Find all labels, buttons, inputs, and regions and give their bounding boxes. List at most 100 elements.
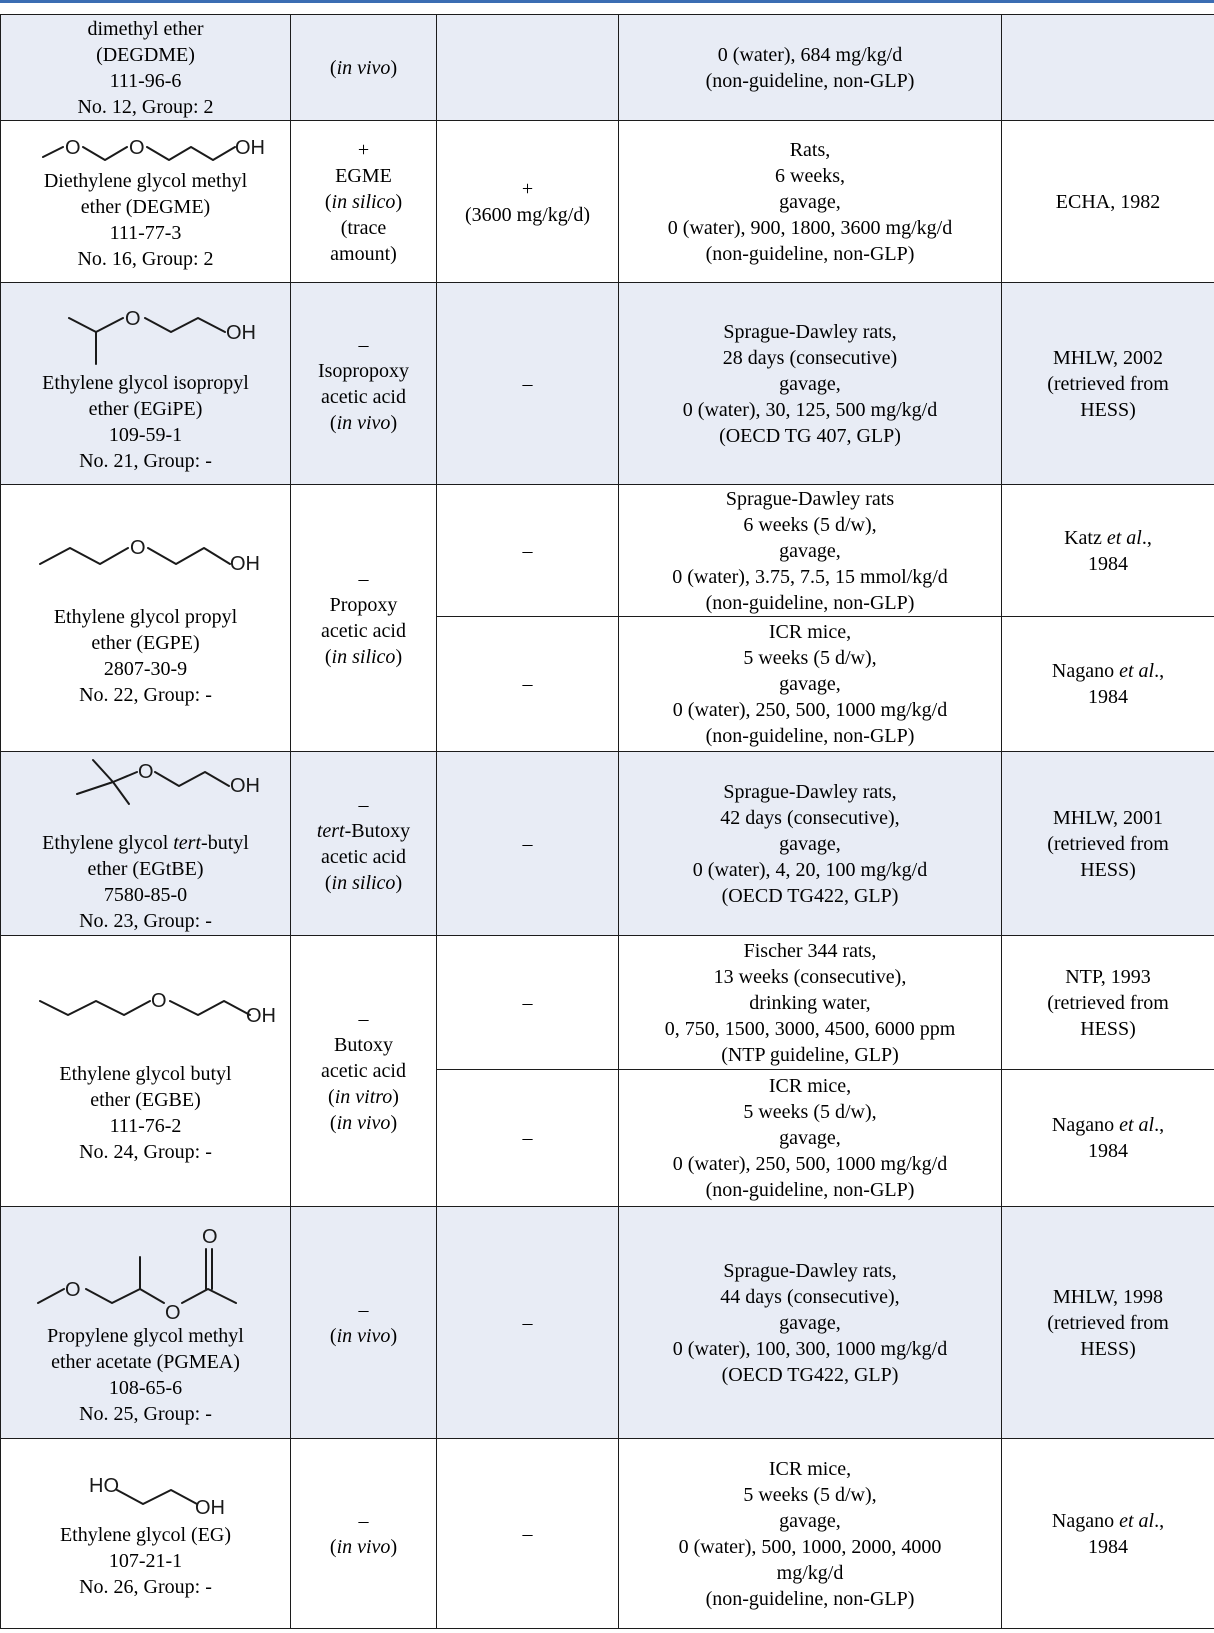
metabolite-cell: (in vivo) (290, 14, 437, 121)
text-segment: ether (EGtBE) (87, 857, 204, 880)
study-cell: Rats,6 weeks,gavage,0 (water), 900, 1800… (618, 120, 1002, 283)
text-line: Nagano et al., (1006, 1112, 1210, 1138)
text-line: gavage, (779, 1127, 841, 1149)
result-cell: +(3600 mg/kg/d) (436, 120, 619, 283)
text-segment: ) (395, 871, 403, 894)
reference-cell: Nagano et al.,1984 (1001, 1069, 1214, 1207)
text-segment: Propoxy (329, 594, 398, 616)
text-segment: ( (329, 56, 337, 79)
reference-cell: Katz et al.,1984 (1001, 484, 1214, 617)
atom-label: OH (195, 1497, 225, 1519)
text-line: (OECD TG422, GLP) (721, 1363, 899, 1386)
text-line: (3600 mg/kg/d) (465, 203, 590, 226)
text-line: (in vitro) (295, 1084, 432, 1110)
atom-label: OH (230, 775, 260, 797)
text-line: 6 weeks (5 d/w), (743, 513, 877, 536)
text-segment: acetic acid (321, 620, 406, 642)
text-line: – (295, 566, 432, 592)
study-cell: ICR mice,5 weeks (5 d/w),gavage,0 (water… (618, 616, 1002, 752)
italic-text: tert (316, 819, 345, 842)
text-line: Sprague-Dawley rats (725, 487, 895, 510)
text-line: (retrieved from (1006, 831, 1210, 857)
text-line: 111-96-6 (109, 69, 182, 92)
text-line: 7580-85-0 (5, 882, 286, 908)
text-line: 42 days (consecutive), (720, 806, 900, 829)
text-line: 0 (water), 250, 500, 1000 mg/kg/d (672, 699, 948, 721)
text-line: – (295, 792, 432, 818)
text-segment: (retrieved from (1047, 372, 1169, 395)
text-segment: Katz (1064, 526, 1107, 549)
italic-text: in silico (331, 646, 396, 668)
text-line: No. 25, Group: - (79, 1402, 212, 1425)
text-line: gavage, (779, 1311, 841, 1334)
text-segment: + (357, 138, 370, 161)
study-cell: Sprague-Dawley rats, 28 days (consecutive… (618, 282, 1002, 485)
italic-text: et al (1106, 526, 1142, 549)
text-segment: (trace (340, 216, 387, 239)
text-line: 13 weeks (consecutive), (713, 965, 907, 988)
text-line: 0 (water), 30, 125, 500 mg/kg/d (682, 398, 938, 421)
text-segment: NTP, 1993 (1065, 965, 1151, 988)
text-line: 107-21-1 (108, 1549, 183, 1572)
text-segment: 1984 (1088, 686, 1128, 708)
text-line: Diethylene glycol methyl (43, 169, 248, 192)
atom-label: O (130, 537, 146, 559)
text-line: EGME (295, 163, 432, 189)
italic-text: in vivo (336, 1535, 391, 1558)
text-line: MHLW, 1998 (1006, 1284, 1210, 1310)
text-line: 28 days (consecutive) (722, 346, 898, 369)
italic-text: in vivo (336, 1324, 391, 1347)
text-line: (retrieved from (1006, 990, 1210, 1016)
text-line: HESS) (1006, 397, 1210, 423)
text-segment: – (358, 1008, 369, 1030)
text-line: (in vivo) (295, 55, 432, 81)
text-line: (non-guideline, non-GLP) (705, 591, 915, 614)
text-line: Propoxy (295, 592, 432, 618)
structure-egbe: O OH (38, 990, 276, 1027)
text-line: gavage, (779, 832, 841, 855)
structure-degme: O O OH (41, 137, 265, 161)
atom-label: OH (235, 137, 265, 159)
metabolite-cell: –(in vivo) (290, 1206, 437, 1439)
text-line: Sprague-Dawley rats, (723, 320, 897, 343)
table-row: – ICR mice,5 weeks (5 d/w),gavage,0 (wat… (1, 616, 1214, 752)
atom-label: O (138, 761, 154, 783)
text-line: 0 (water), 100, 300, 1000 mg/kg/d (672, 1337, 948, 1360)
text-line: ICR mice, (768, 1457, 852, 1480)
atom-label: O (125, 308, 141, 330)
text-line: 5 weeks (5 d/w), (743, 647, 877, 669)
study-cell: Sprague-Dawley rats,44 days (consecutive… (618, 1206, 1002, 1439)
text-line: – (522, 991, 533, 1014)
text-segment: – (358, 1298, 369, 1321)
atom-label: O (202, 1226, 218, 1248)
text-line: – (522, 832, 533, 855)
text-line: 5 weeks (5 d/w), (743, 1101, 877, 1123)
text-line: No. 16, Group: 2 (77, 247, 214, 270)
text-segment: ) (390, 1324, 398, 1347)
text-line: Isopropoxy (295, 358, 432, 384)
text-line: drinking water, (749, 991, 871, 1014)
text-segment: HESS) (1080, 858, 1136, 881)
text-line: 2807-30-9 (103, 658, 188, 680)
italic-text: in vitro (334, 1086, 393, 1108)
structure-eg: HO OH (89, 1475, 225, 1519)
text-segment: (retrieved from (1047, 1311, 1169, 1334)
text-line: 6 weeks, (775, 164, 845, 187)
text-line: ICR mice, (768, 621, 852, 643)
text-segment: ECHA, 1982 (1055, 190, 1161, 213)
text-line: 0 (water), 250, 500, 1000 mg/kg/d (672, 1153, 948, 1175)
result-cell: – (436, 1438, 619, 1629)
text-line: tert-Butoxy (295, 818, 432, 844)
text-line: acetic acid (295, 844, 432, 870)
text-line: (in silico) (295, 644, 432, 670)
text-line: Ethylene glycol propyl (53, 606, 238, 628)
result-cell: – (436, 1206, 619, 1439)
